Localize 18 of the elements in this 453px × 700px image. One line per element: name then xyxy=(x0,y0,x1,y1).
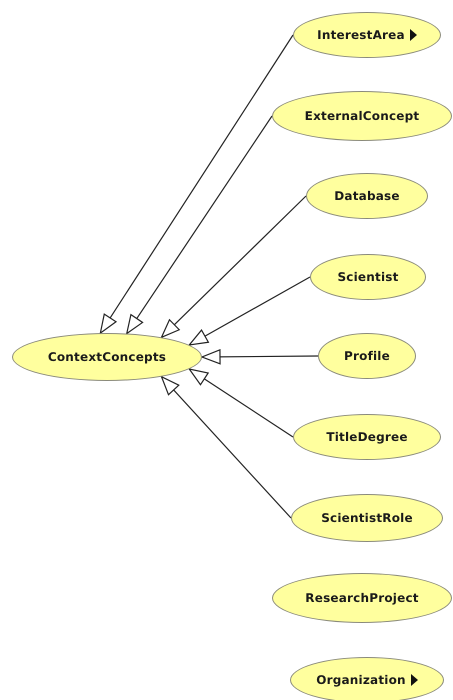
generalization-arrow xyxy=(188,368,294,438)
class-ellipse xyxy=(12,333,202,381)
class-name: ContextConcepts xyxy=(48,350,166,364)
class-name: Profile xyxy=(344,349,390,363)
class-name: ScientistRole xyxy=(321,511,413,525)
class-name: Scientist xyxy=(337,270,399,284)
class-name: ExternalConcept xyxy=(304,109,420,123)
class-name: InterestArea xyxy=(317,28,405,42)
generalization-arrow xyxy=(160,196,306,338)
class-name: TitleDegree xyxy=(326,430,408,444)
generalization-arrow xyxy=(100,34,294,334)
generalization-arrow xyxy=(201,349,318,364)
class-name: Database xyxy=(334,189,400,203)
class-name: Organization xyxy=(316,673,406,687)
class-name: ResearchProject xyxy=(305,591,419,605)
generalization-arrow xyxy=(188,276,310,346)
generalization-arrow xyxy=(160,376,292,518)
generalization-arrow xyxy=(126,116,272,334)
